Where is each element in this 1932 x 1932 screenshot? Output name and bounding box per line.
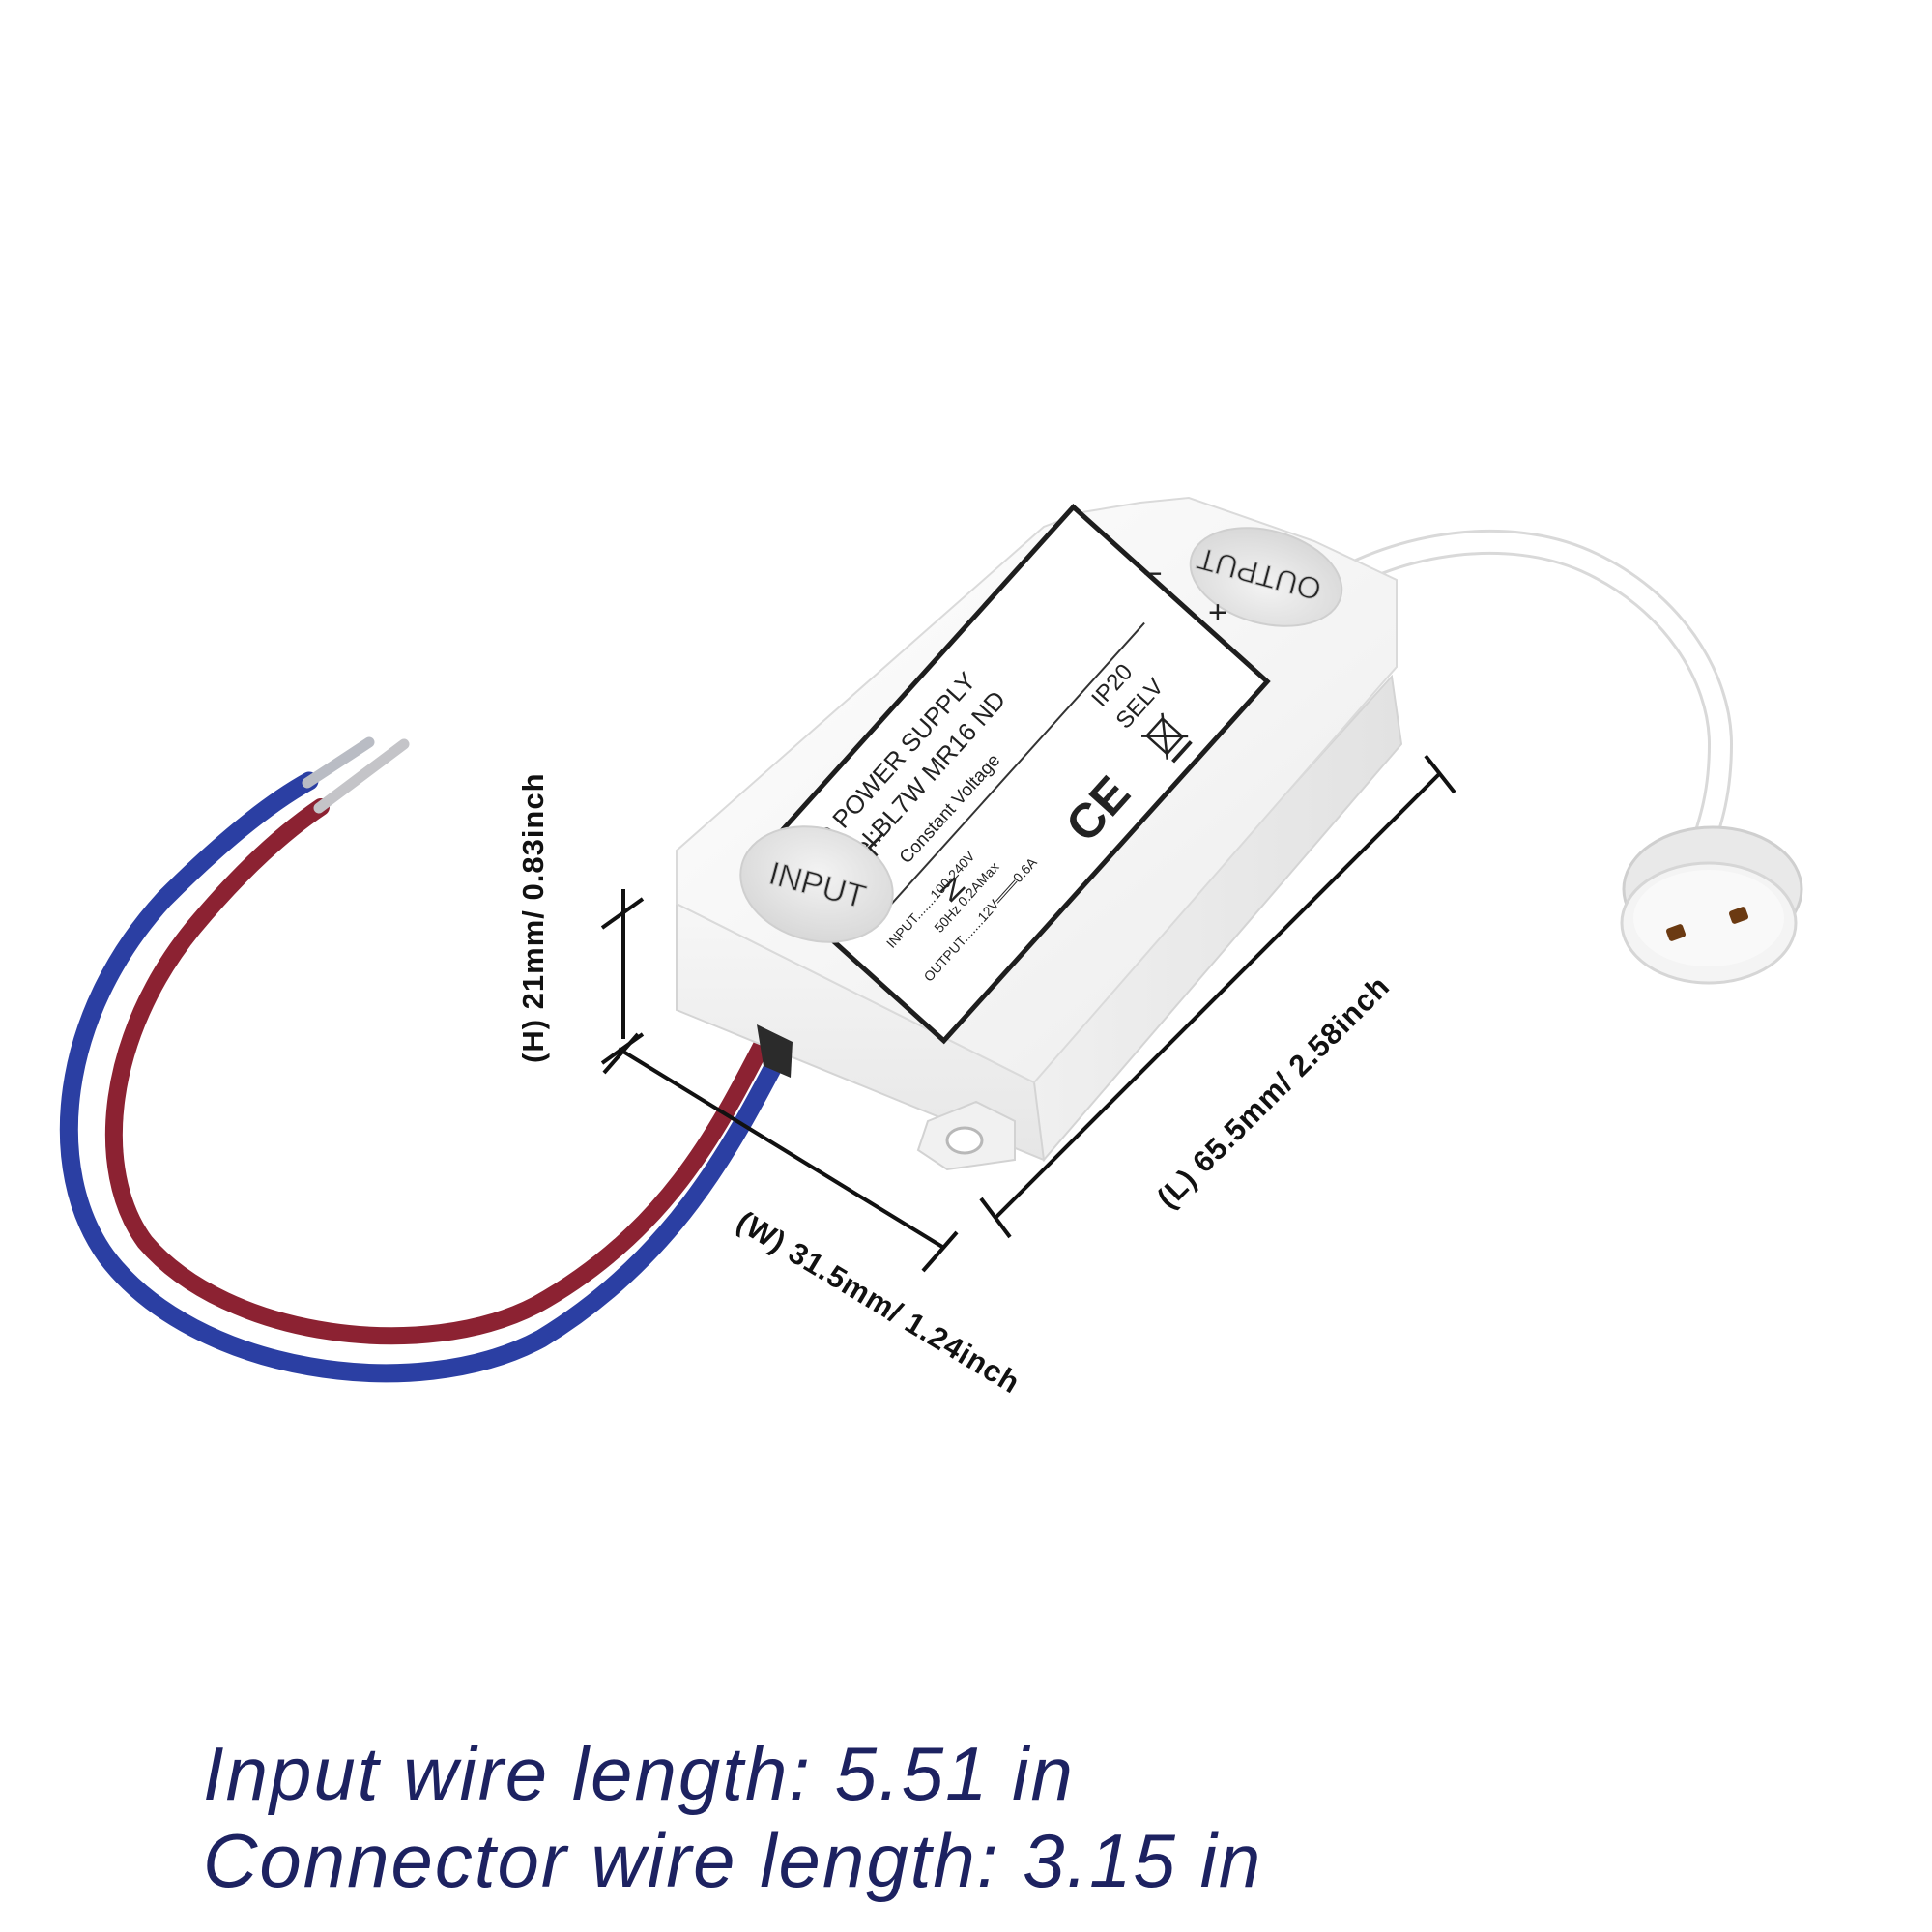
red-wire-tip (313, 738, 410, 814)
red-wire (104, 798, 772, 1345)
mount-hole (945, 1126, 984, 1155)
input-badge: INPUT (739, 825, 894, 943)
length-label: (L) 65.5mm/ 2.58inch (1150, 968, 1397, 1215)
blue-wire-tip (302, 736, 375, 789)
width-label: (W) 31.5mm/ 1.24inch (731, 1204, 1025, 1400)
terminal-plus: + (1208, 594, 1227, 631)
height-label: (H) 21mm/ 0.83inch (516, 772, 550, 1063)
weee-bin-icon (1141, 712, 1193, 764)
output-cable (1312, 529, 1734, 863)
mr16-socket (1620, 825, 1803, 985)
output-badge: OUTPUT (1189, 527, 1343, 627)
blue-wire (59, 771, 793, 1383)
input-wire-length-caption: Input wire length: 5.51 in (203, 1731, 1075, 1816)
input-wires (59, 736, 793, 1383)
connector-wire-length-caption: Connector wire length: 3.15 in (203, 1818, 1263, 1903)
terminal-minus: − (1143, 556, 1163, 592)
height-dimension: (H) 21mm/ 0.83inch (516, 772, 645, 1065)
